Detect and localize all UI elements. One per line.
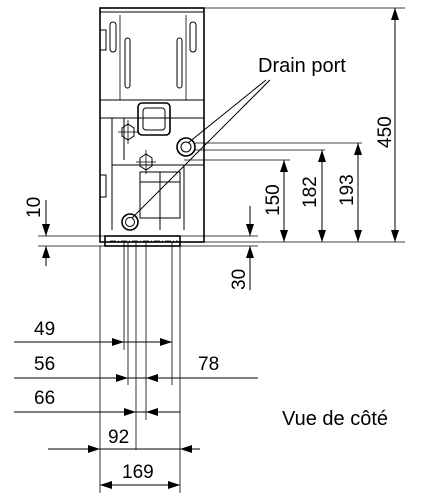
dim-10-label: 10 bbox=[24, 197, 45, 218]
dim-56-label: 56 bbox=[34, 354, 55, 375]
drain-leader-upper bbox=[187, 79, 267, 144]
drain-port-callout: Drain port bbox=[131, 55, 346, 219]
vertical-dimensions: 450 193 182 150 30 10 bbox=[24, 7, 405, 290]
dim-92-label: 92 bbox=[108, 427, 129, 448]
drain-leader-lower bbox=[131, 79, 271, 219]
drain-port-label: Drain port bbox=[258, 55, 346, 77]
dim-182-label: 182 bbox=[300, 176, 321, 208]
horizontal-dimensions: 49 56 78 66 92 169 bbox=[14, 242, 258, 493]
dim-78-label: 78 bbox=[198, 354, 219, 375]
unit-body bbox=[99, 7, 205, 247]
dim-169-label: 169 bbox=[122, 462, 154, 483]
dim-66-label: 66 bbox=[34, 388, 55, 409]
dim-193-label: 193 bbox=[337, 174, 358, 206]
dim-49-label: 49 bbox=[34, 319, 55, 340]
dim-150-label: 150 bbox=[263, 184, 284, 216]
dim-30-label: 30 bbox=[229, 269, 250, 290]
dim-450-label: 450 bbox=[375, 116, 396, 148]
view-caption: Vue de côté bbox=[282, 408, 388, 430]
